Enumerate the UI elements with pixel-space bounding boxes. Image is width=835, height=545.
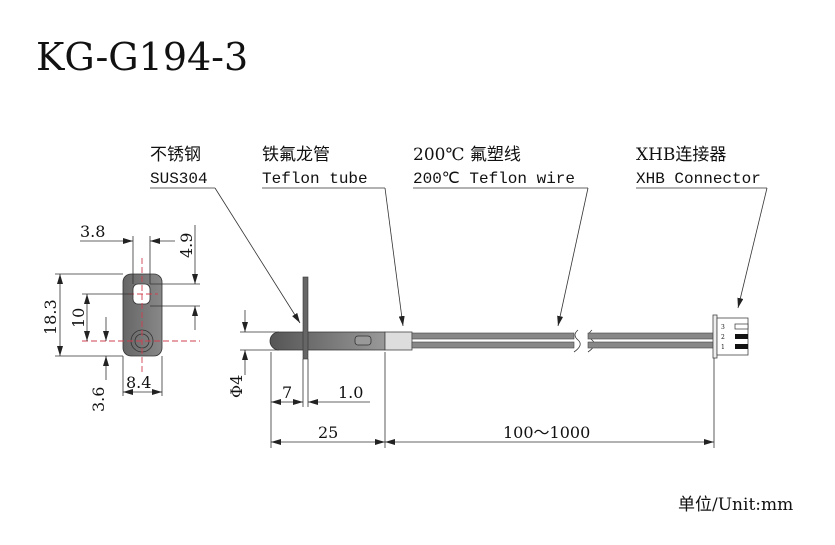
dim-hole-height: 4.9	[177, 233, 196, 258]
callout-sus304: 不锈钢 SUS304	[150, 145, 301, 324]
dim-width: 8.4	[126, 373, 151, 392]
pin-label: 2	[721, 334, 725, 341]
callout-cn: 200℃ 氟塑线	[413, 145, 521, 165]
mounting-plate	[82, 258, 200, 375]
pin-label: 3	[721, 324, 725, 331]
callout-en: SUS304	[150, 170, 208, 188]
callout-teflon-tube: 铁氟龙管 Teflon tube	[262, 145, 405, 327]
xhb-connector: 3 2 1	[712, 314, 749, 359]
dim-hole-spacing: 10	[69, 308, 88, 328]
probe-assembly	[269, 276, 715, 360]
callout-en: 200℃ Teflon wire	[413, 170, 575, 188]
callout-en: XHB Connector	[636, 170, 761, 188]
dim-cable-length: 100～1000	[503, 423, 590, 442]
drawing-title: KG-G194-3	[36, 35, 248, 79]
callout-cn: 铁氟龙管	[262, 145, 330, 165]
dim-top-width: 3.8	[80, 222, 105, 241]
dim-total-height: 18.3	[41, 299, 60, 335]
dim-diameter: Φ4	[227, 375, 246, 398]
dim-flange-position: 7	[282, 383, 292, 402]
callout-en: Teflon tube	[262, 170, 368, 188]
callout-xhb-connector: XHB连接器 XHB Connector	[636, 145, 768, 309]
callout-cn: XHB连接器	[636, 145, 726, 165]
probe-dimensions: Φ4 7 1.0 25 100～1000	[227, 310, 715, 448]
dim-bottom-offset: 3.6	[89, 387, 108, 412]
dim-probe-length: 25	[318, 423, 338, 442]
pin-label: 1	[721, 344, 725, 351]
dim-flange-thickness: 1.0	[338, 383, 363, 402]
callout-teflon-wire: 200℃ 氟塑线 200℃ Teflon wire	[413, 145, 589, 327]
unit-label: 单位/Unit:mm	[678, 495, 793, 515]
plate-dimensions: 3.8 4.9 18.3 10 3.6 8.4	[41, 222, 200, 412]
callout-cn: 不锈钢	[150, 145, 201, 165]
